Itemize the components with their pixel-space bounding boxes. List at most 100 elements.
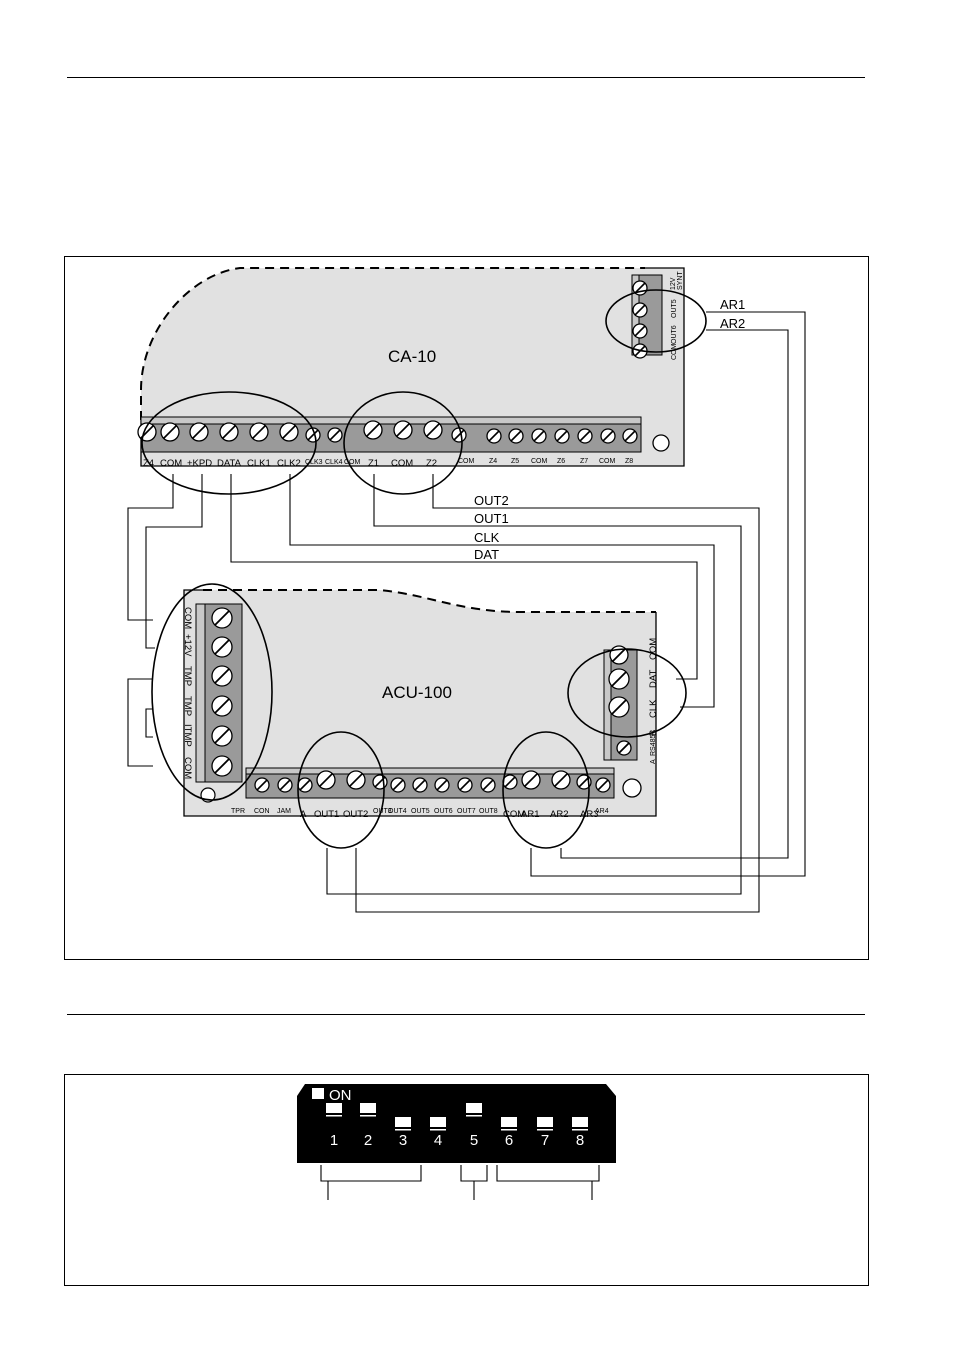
acu-label-out7: OUT7 bbox=[457, 808, 476, 815]
dip-number-6: 6 bbox=[505, 1132, 513, 1149]
ca10-label-kpd: +KPD bbox=[187, 458, 212, 469]
dip-toggle-3 bbox=[395, 1117, 411, 1127]
dip-toggle-5 bbox=[466, 1103, 482, 1113]
dip-number-8: 8 bbox=[576, 1132, 584, 1149]
ca10-bottom-screws bbox=[137, 420, 638, 444]
acu-label-dat: DAT bbox=[648, 670, 659, 688]
dip-toggle-shadow-7 bbox=[537, 1129, 553, 1131]
dip-on-label: ON bbox=[329, 1087, 352, 1104]
acu-title: ACU-100 bbox=[382, 683, 452, 702]
dip-toggle-shadow-1 bbox=[326, 1115, 342, 1117]
ca10-label-out6: OUT6 bbox=[671, 325, 678, 344]
ca10-label-clk2: CLK2 bbox=[277, 458, 301, 469]
dip-number-5: 5 bbox=[470, 1132, 478, 1149]
ca10-terminal-strip-lip bbox=[140, 416, 642, 425]
acu-label-com: COM bbox=[182, 607, 193, 629]
ca10-label-clk4: CLK4 bbox=[325, 459, 343, 466]
ca10-label-z8: Z8 bbox=[625, 458, 633, 465]
acu-label-clk: CLK bbox=[648, 699, 659, 718]
ca10-label-com-6: COM bbox=[599, 458, 616, 465]
ca10-label-com-3: COM bbox=[391, 458, 413, 469]
acu-label-a-r: A bbox=[650, 759, 657, 764]
wire-label-out1: OUT1 bbox=[474, 511, 509, 526]
top-rule bbox=[67, 77, 865, 78]
wire-label-ar1: AR1 bbox=[720, 297, 745, 312]
dip-toggle-shadow-5 bbox=[466, 1115, 482, 1117]
ca10-label-clk1: CLK1 bbox=[247, 458, 271, 469]
ca10-label-com-5: COM bbox=[531, 458, 548, 465]
ca10-label-z1: Z1 bbox=[368, 458, 379, 469]
dip-figure-frame bbox=[64, 1074, 869, 1286]
dip-toggle-shadow-2 bbox=[360, 1115, 376, 1117]
acu-label-itmp: ITMP bbox=[182, 724, 193, 747]
dip-number-2: 2 bbox=[364, 1132, 372, 1149]
ca10-label-data: DATA bbox=[217, 458, 242, 469]
acu-label-rs485: RS485 bbox=[650, 734, 657, 756]
acu-label-ar4: AR4 bbox=[595, 808, 609, 815]
dip-on-marker bbox=[312, 1088, 324, 1099]
dip-toggle-8 bbox=[572, 1117, 588, 1127]
acu-label-ar2: AR2 bbox=[550, 809, 568, 820]
highlight-ellipses bbox=[141, 289, 707, 849]
dip-toggle-1 bbox=[326, 1103, 342, 1113]
acu-board-solid-edge bbox=[183, 589, 657, 817]
acu-label-out3: OUT3 bbox=[373, 808, 392, 815]
acu-bottom-screws bbox=[254, 770, 611, 793]
acu-label-con: CON bbox=[254, 808, 270, 815]
ca10-label-z5: Z5 bbox=[511, 458, 519, 465]
acu-label-out4: OUT4 bbox=[388, 808, 407, 815]
ca10-label-clk3: CLK3 bbox=[305, 459, 323, 466]
dip-brackets bbox=[320, 1165, 600, 1200]
dip-toggle-2 bbox=[360, 1103, 376, 1113]
wire-label-clk: CLK bbox=[474, 530, 500, 545]
wire-label-ar2: AR2 bbox=[720, 316, 745, 331]
ca10-label-com-4: COM bbox=[458, 458, 475, 465]
acu-label-ar1: AR1 bbox=[521, 809, 539, 820]
acu-label-out2: OUT2 bbox=[343, 809, 368, 820]
acu-label-jam: JAM bbox=[277, 808, 291, 815]
wires bbox=[127, 311, 806, 913]
acu-label-com-r: COM bbox=[648, 638, 659, 660]
dip-toggle-shadow-4 bbox=[430, 1129, 446, 1131]
ca10-label-12v: 12V bbox=[670, 277, 677, 290]
dip-number-3: 3 bbox=[399, 1132, 407, 1149]
acu-label-tmp-2: TMP bbox=[182, 696, 193, 716]
mid-rule bbox=[67, 1014, 865, 1015]
acu-board bbox=[184, 590, 656, 816]
ca10-label-z4-2: Z4 bbox=[489, 458, 497, 465]
dip-number-4: 4 bbox=[434, 1132, 442, 1149]
acu-label-out1: OUT1 bbox=[314, 809, 339, 820]
acu-label-out6: OUT6 bbox=[434, 808, 453, 815]
wiring-figure-frame bbox=[64, 256, 869, 960]
acu-board-dashed-edge bbox=[203, 589, 656, 613]
ca10-label-z2: Z2 bbox=[426, 458, 437, 469]
acu-left-screws bbox=[211, 607, 233, 777]
ca10-label-com: COM bbox=[160, 458, 182, 469]
acu-left-terminal-lip bbox=[195, 603, 206, 783]
acu-mount-hole bbox=[622, 778, 642, 798]
acu-label-com-b: COM bbox=[503, 809, 525, 820]
dip-toggle-4 bbox=[430, 1117, 446, 1127]
wire-label-out2: OUT2 bbox=[474, 493, 509, 508]
acu-label-tpr: TPR bbox=[231, 808, 245, 815]
acu-label-a: A bbox=[300, 809, 307, 820]
dip-toggle-shadow-6 bbox=[501, 1129, 517, 1131]
dip-switch-body bbox=[297, 1084, 616, 1163]
ca10-label-com-2: COM bbox=[344, 459, 361, 466]
dip-toggle-shadow-3 bbox=[395, 1129, 411, 1131]
acu-label-out5: OUT5 bbox=[411, 808, 430, 815]
ca10-label-out5: OUT5 bbox=[671, 299, 678, 318]
acu-bottom-terminal-lip bbox=[245, 767, 615, 775]
acu-label-12v: +12V bbox=[182, 634, 193, 657]
dip-toggle-shadow-8 bbox=[572, 1129, 588, 1131]
dip-toggle-6 bbox=[501, 1117, 517, 1127]
acu-label-ar3: AR3 bbox=[580, 809, 598, 820]
ca10-title: CA-10 bbox=[388, 347, 436, 366]
dip-toggles bbox=[326, 1103, 588, 1131]
acu-label-com-2: COM bbox=[182, 757, 193, 779]
ca10-label-z6: Z6 bbox=[557, 458, 565, 465]
acu-label-tmp: TMP bbox=[182, 666, 193, 686]
dip-number-7: 7 bbox=[541, 1132, 549, 1149]
